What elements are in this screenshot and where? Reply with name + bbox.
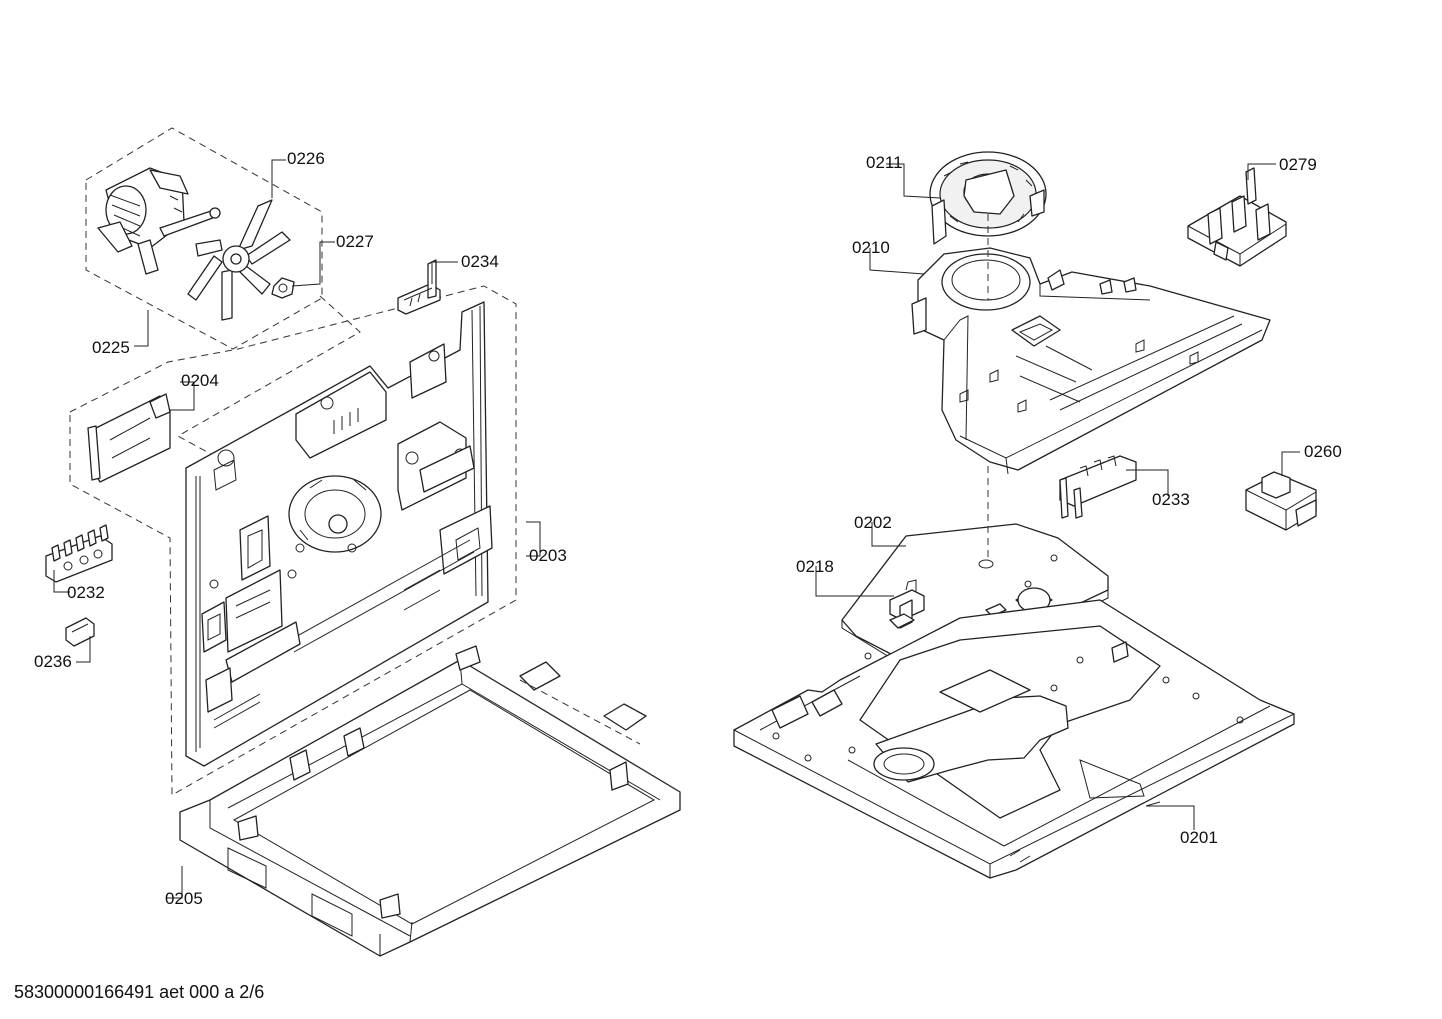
label-0279: 0279 (1279, 155, 1317, 174)
bracket-part-0204 (87, 393, 171, 483)
rear-panel-part-0203 (185, 301, 493, 767)
label-0260: 0260 (1304, 442, 1342, 461)
fan-part-0211 (929, 151, 1047, 245)
nut-part-0227 (271, 277, 295, 299)
label-0205: 0205 (165, 889, 203, 908)
label-0202: 0202 (854, 513, 892, 532)
terminal-block-part-0232 (45, 524, 113, 583)
label-0226: 0226 (287, 149, 325, 168)
component-part-0233 (1059, 455, 1137, 519)
fan-wheel-part-0226 (187, 199, 291, 321)
label-leaders (53, 159, 1300, 899)
label-0218: 0218 (796, 557, 834, 576)
fan-motor-part-0225 (97, 167, 221, 275)
label-0204: 0204 (181, 371, 219, 390)
rear-panel-group-boundary (69, 285, 517, 796)
label-0203: 0203 (529, 546, 567, 565)
component-part-0260 (1245, 471, 1317, 531)
label-0210: 0210 (852, 238, 890, 257)
connector-part-0234 (397, 259, 441, 315)
label-0234: 0234 (461, 252, 499, 271)
plate-part-0202 (841, 523, 1109, 683)
label-0227: 0227 (336, 232, 374, 251)
label-0225: 0225 (92, 338, 130, 357)
clip-part-0236 (65, 617, 95, 647)
label-0232: 0232 (67, 583, 105, 602)
bottom-frame-part-0205 (179, 645, 681, 957)
document-footer: 58300000166491 aet 000 a 2/6 (14, 982, 264, 1002)
label-0201: 0201 (1180, 828, 1218, 847)
label-0233: 0233 (1152, 490, 1190, 509)
label-0236: 0236 (34, 652, 72, 671)
fan-motor-group-boundary (85, 127, 323, 350)
component-part-0279 (1187, 167, 1287, 267)
component-part-0218 (889, 579, 925, 629)
air-duct-part-0210 (911, 247, 1271, 475)
label-0211: 0211 (866, 153, 903, 172)
base-part-0201 (733, 599, 1295, 879)
